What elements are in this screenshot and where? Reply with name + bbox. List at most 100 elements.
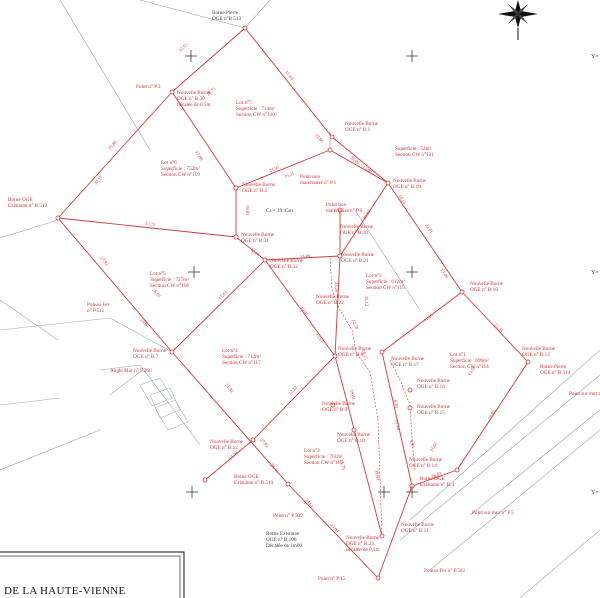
boundary-marker [351,427,357,433]
dimension-label: 30,93 [362,209,373,222]
grid-label-y-low: Y= [591,490,599,496]
dimension-label: 21,61 [429,441,440,454]
dimension-label: 17,88 [193,150,204,163]
dimension-label: 13,89 [300,253,311,260]
dimension-label: 12,44 [393,419,401,431]
dimension-label: 17,63 [217,289,229,301]
label-poteau-p502: Poteau Fer n° P.502 [424,567,465,574]
dimension-label: 19,81 [348,389,356,401]
dimension-label: 21,79 [338,459,347,471]
label-point-p15: Point n° P.15 [318,575,345,582]
dimension-label: 12,69 [283,70,295,82]
dimension-label: 39,80 [373,469,381,481]
boundary-marker [202,477,208,483]
survey-lines [329,257,416,537]
label-cs: Cs = 19:45m [266,208,293,214]
boundary-marker [337,253,343,259]
boundary-marker [332,353,338,359]
dimension-label: 18,15 [360,349,369,361]
dimension-label: 24,61 [303,497,315,509]
grid-crosses [185,50,418,498]
label-point-p3: Point n° P.3 [136,83,161,90]
label-angle-p266: Angle Mur n° P.266 [110,367,152,374]
dimension-label: 11,65 [423,312,435,323]
title-block: DE LA HAUTE-VIENNE [0,551,185,598]
boundary-marker [329,134,335,140]
boundary-marker [525,359,531,365]
boundary-marker [379,349,385,355]
boundary-marker [250,437,256,443]
dimension-label: 32,17 [93,174,105,186]
boundary-marker [285,481,291,487]
dimension-label: 26,03 [431,470,443,479]
title-block-text: DE LA HAUTE-VIENNE [4,585,126,597]
boundary-marker [407,405,413,411]
dimension-label: 26,09 [349,155,361,167]
dimension-label: 25,80 [107,139,119,151]
dimension-label: 19,83 [244,205,250,216]
boundary-marker [337,207,343,213]
dimension-label: 21,97 [269,164,281,174]
boundary-marker [233,185,239,191]
dimension-label: 18,13 [396,194,407,206]
dimension-label: 13,00 [361,165,374,176]
dimension-label: 26,05 [150,287,162,299]
dimension-label: 12,55 [177,42,189,54]
parcel-boundaries [57,27,529,579]
boundary-marker [169,349,175,355]
dimension-label: 15,21 [284,170,296,179]
label-point-mur: Point sur mur n° [569,390,600,397]
dimension-label: 21,82 [223,382,235,394]
dimension-label: 18,75 [205,86,217,98]
dimension-label: 13,59 [467,365,478,378]
dimension-label: 21,33 [493,322,505,334]
label-point-p5: Point sur mur n° P.5 [472,509,514,516]
dimension-label: 13,49 [438,268,449,280]
boundary-marker [169,89,175,95]
dimension-label: 33,86 [487,409,498,422]
boundary-marker [459,289,465,295]
boundary-marker [262,257,268,263]
dimension-label: 33,86 [313,132,325,144]
dimension-label: 14,40 [227,450,239,462]
label-point-p509: Point n° P.509 [273,512,303,519]
dimension-label: 19,01 [298,306,309,318]
boundary-marker [375,575,381,581]
